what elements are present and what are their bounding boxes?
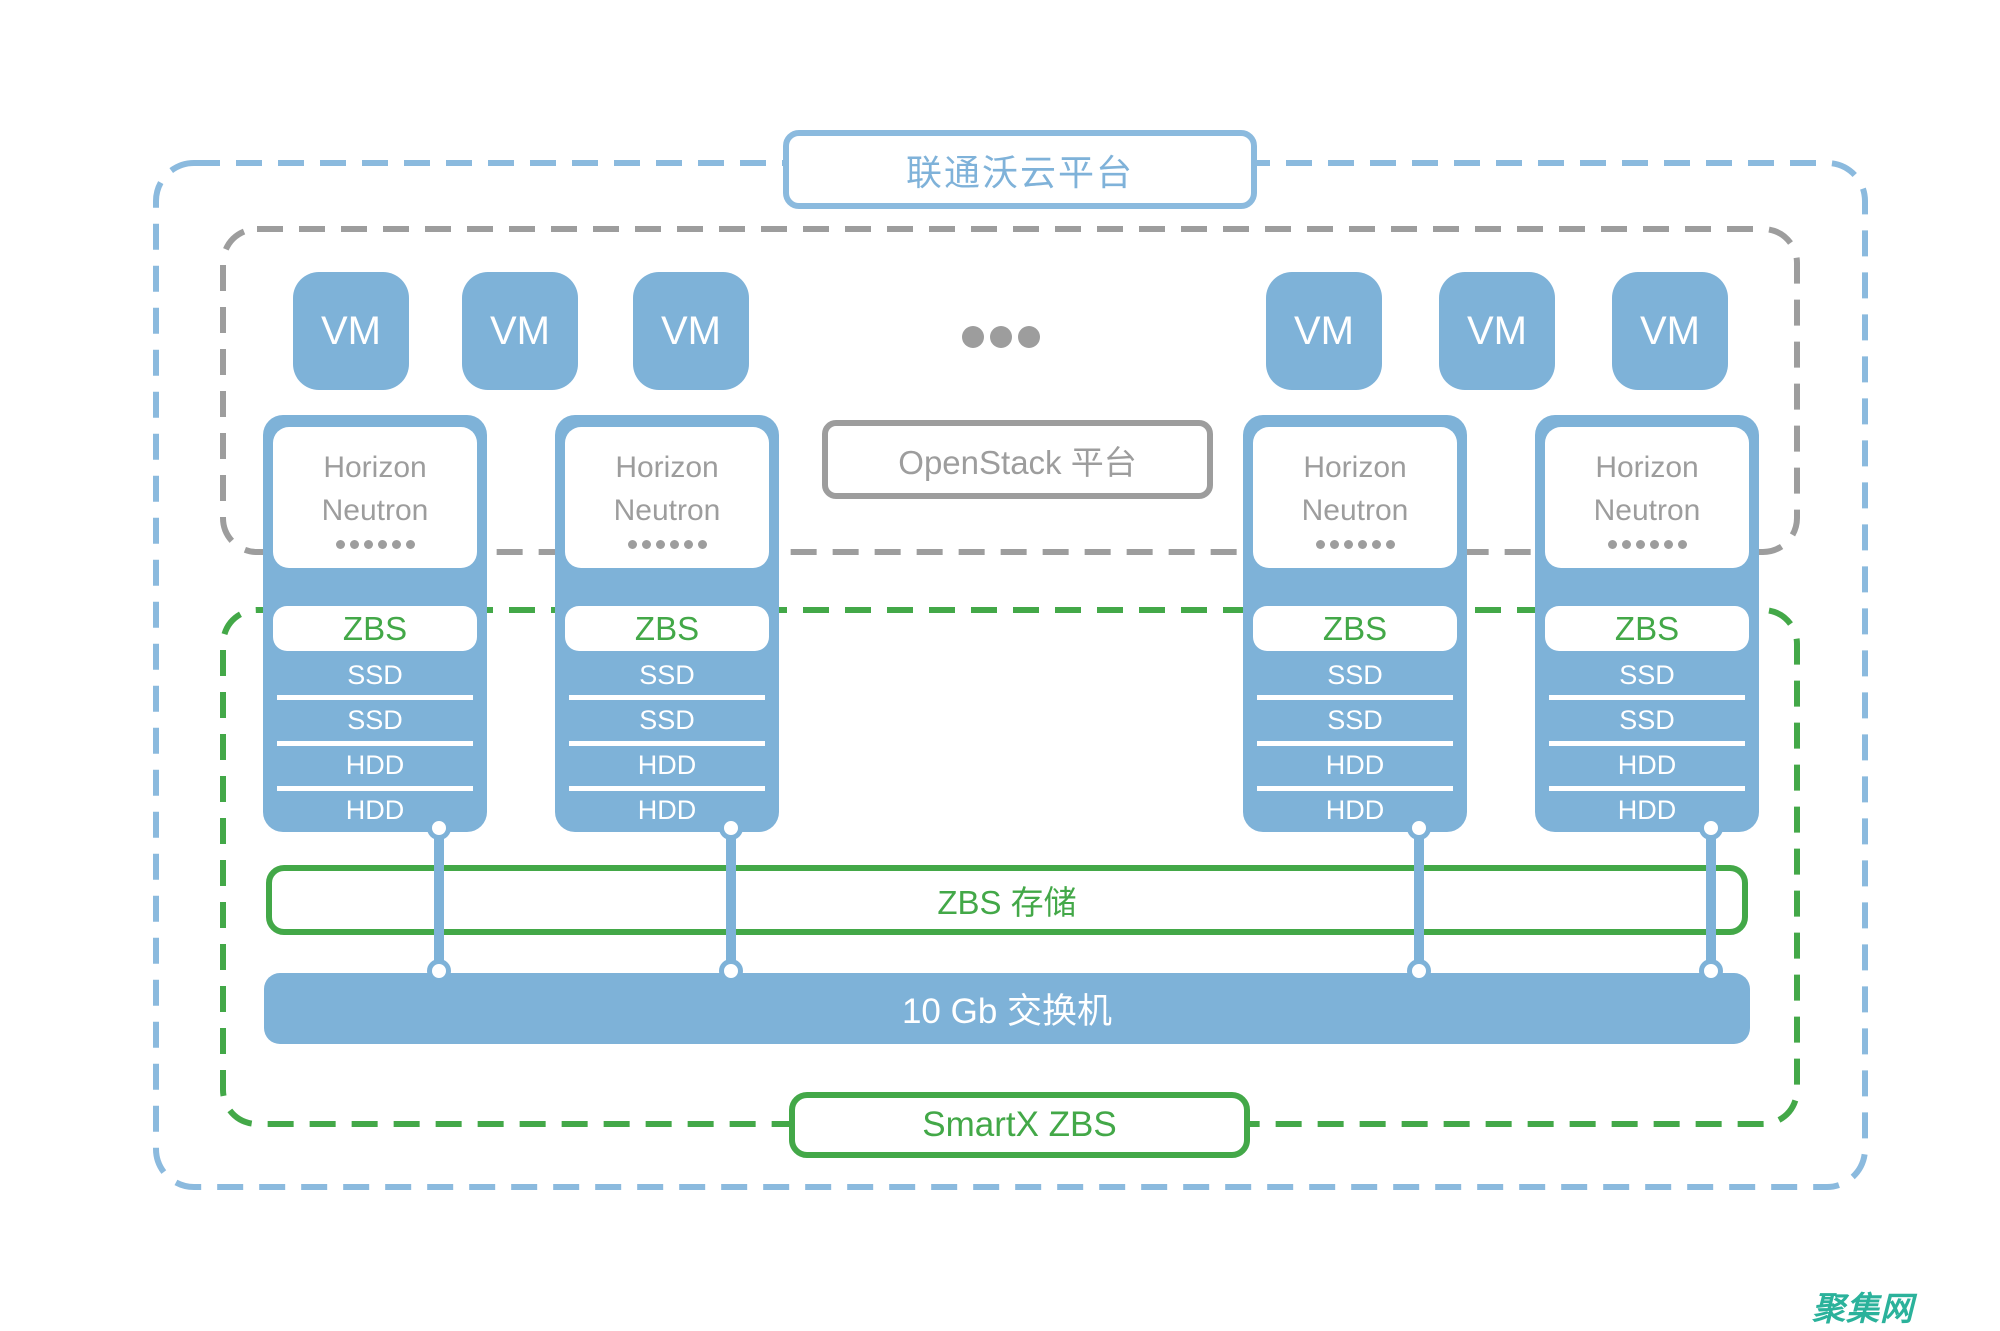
openstack-platform-label: OpenStack 平台 — [898, 443, 1137, 481]
vm-label: VM — [1467, 308, 1527, 353]
vm-box-5: VM — [1439, 272, 1555, 390]
vm-label: VM — [490, 308, 550, 353]
vm-box-1: VM — [293, 272, 409, 390]
disk-hdd: HDD — [637, 795, 697, 826]
connector-line — [1706, 828, 1716, 973]
vm-label: VM — [321, 308, 381, 353]
smartx-zbs-label: SmartX ZBS — [922, 1105, 1117, 1144]
disk-hdd: HDD — [1617, 795, 1677, 826]
zbs-zone-boundary — [220, 607, 1800, 1127]
app-name-horizon: Horizon — [323, 451, 427, 484]
node-zbs-chip: ZBS — [1545, 606, 1749, 651]
connector-dot — [719, 816, 743, 840]
node-disks: SSD SSD HDD HDD — [277, 655, 473, 831]
switch-bar: 10 Gb 交换机 — [264, 973, 1750, 1044]
node-app-box: Horizon Neutron — [273, 427, 477, 568]
node-app-box: Horizon Neutron — [565, 427, 769, 568]
connector-dot — [1699, 959, 1723, 983]
connector-dot — [1699, 816, 1723, 840]
smartx-zbs-box: SmartX ZBS — [789, 1092, 1250, 1158]
node-column-1: Horizon Neutron ZBS SSD SSD HDD HDD — [263, 415, 487, 832]
zbs-storage-box: ZBS 存储 — [266, 865, 1748, 935]
more-services-ellipsis-icon — [1607, 540, 1687, 549]
node-zbs-chip: ZBS — [565, 606, 769, 651]
disk-hdd: HDD — [1549, 746, 1745, 791]
connector-dot — [427, 816, 451, 840]
app-name-neutron: Neutron — [1301, 494, 1409, 527]
disk-hdd: HDD — [277, 746, 473, 791]
app-name-horizon: Horizon — [615, 451, 719, 484]
vm-box-6: VM — [1612, 272, 1728, 390]
app-name-neutron: Neutron — [321, 494, 429, 527]
zbs-storage-label: ZBS 存储 — [937, 884, 1077, 921]
vm-label: VM — [1640, 308, 1700, 353]
zbs-label: ZBS — [1322, 609, 1388, 647]
node-zbs-chip: ZBS — [1253, 606, 1457, 651]
zbs-label: ZBS — [342, 609, 408, 647]
connector-line — [1414, 828, 1424, 973]
more-services-ellipsis-icon — [1315, 540, 1395, 549]
disk-ssd: SSD — [277, 700, 473, 746]
switch-label: 10 Gb 交换机 — [901, 992, 1113, 1031]
disk-hdd: HDD — [1257, 746, 1453, 791]
disk-ssd: SSD — [569, 655, 765, 701]
vm-box-3: VM — [633, 272, 749, 390]
disk-ssd: SSD — [569, 700, 765, 746]
cloud-platform-title: 联通沃云平台 — [783, 130, 1257, 209]
node-app-box: Horizon Neutron — [1253, 427, 1457, 568]
ellipsis-dot — [990, 326, 1012, 348]
ellipsis-dot — [1018, 326, 1040, 348]
more-vms-ellipsis-icon — [962, 326, 1040, 348]
cloud-platform-title-label: 联通沃云平台 — [905, 151, 1134, 193]
ellipsis-dot — [962, 326, 984, 348]
connector-dot — [1407, 959, 1431, 983]
node-disks: SSD SSD HDD HDD — [1257, 655, 1453, 831]
app-name-neutron: Neutron — [613, 494, 721, 527]
node-disks: SSD SSD HDD HDD — [1549, 655, 1745, 831]
app-name-neutron: Neutron — [1593, 494, 1701, 527]
disk-hdd: HDD — [345, 795, 405, 826]
more-services-ellipsis-icon — [335, 540, 415, 549]
disk-ssd: SSD — [1549, 655, 1745, 701]
node-column-2: Horizon Neutron ZBS SSD SSD HDD HDD — [555, 415, 779, 832]
connector-line — [726, 828, 736, 973]
node3-switch-connector — [1407, 816, 1431, 986]
watermark-label: 聚集网 — [1812, 1290, 1914, 1327]
connector-dot — [719, 959, 743, 983]
connector-line — [434, 828, 444, 973]
vm-label: VM — [1294, 308, 1354, 353]
zbs-label: ZBS — [1614, 609, 1680, 647]
node-app-box: Horizon Neutron — [1545, 427, 1749, 568]
vm-box-2: VM — [462, 272, 578, 390]
disk-ssd: SSD — [277, 655, 473, 701]
openstack-zone-boundary — [220, 226, 1800, 555]
node-disks: SSD SSD HDD HDD — [569, 655, 765, 831]
vm-label: VM — [661, 308, 721, 353]
node-zbs-chip: ZBS — [273, 606, 477, 651]
node1-switch-connector — [427, 816, 451, 986]
more-services-ellipsis-icon — [627, 540, 707, 549]
disk-ssd: SSD — [1257, 700, 1453, 746]
app-name-horizon: Horizon — [1303, 451, 1407, 484]
disk-hdd: HDD — [1325, 795, 1385, 826]
watermark: 聚集网 — [1812, 1282, 1914, 1330]
app-name-horizon: Horizon — [1595, 451, 1699, 484]
vm-box-4: VM — [1266, 272, 1382, 390]
node-column-4: Horizon Neutron ZBS SSD SSD HDD HDD — [1535, 415, 1759, 832]
disk-ssd: SSD — [1257, 655, 1453, 701]
connector-dot — [1407, 816, 1431, 840]
zbs-label: ZBS — [634, 609, 700, 647]
openstack-platform-box: OpenStack 平台 — [822, 420, 1213, 499]
connector-dot — [427, 959, 451, 983]
disk-ssd: SSD — [1549, 700, 1745, 746]
disk-hdd: HDD — [569, 746, 765, 791]
node4-switch-connector — [1699, 816, 1723, 986]
node2-switch-connector — [719, 816, 743, 986]
node-column-3: Horizon Neutron ZBS SSD SSD HDD HDD — [1243, 415, 1467, 832]
